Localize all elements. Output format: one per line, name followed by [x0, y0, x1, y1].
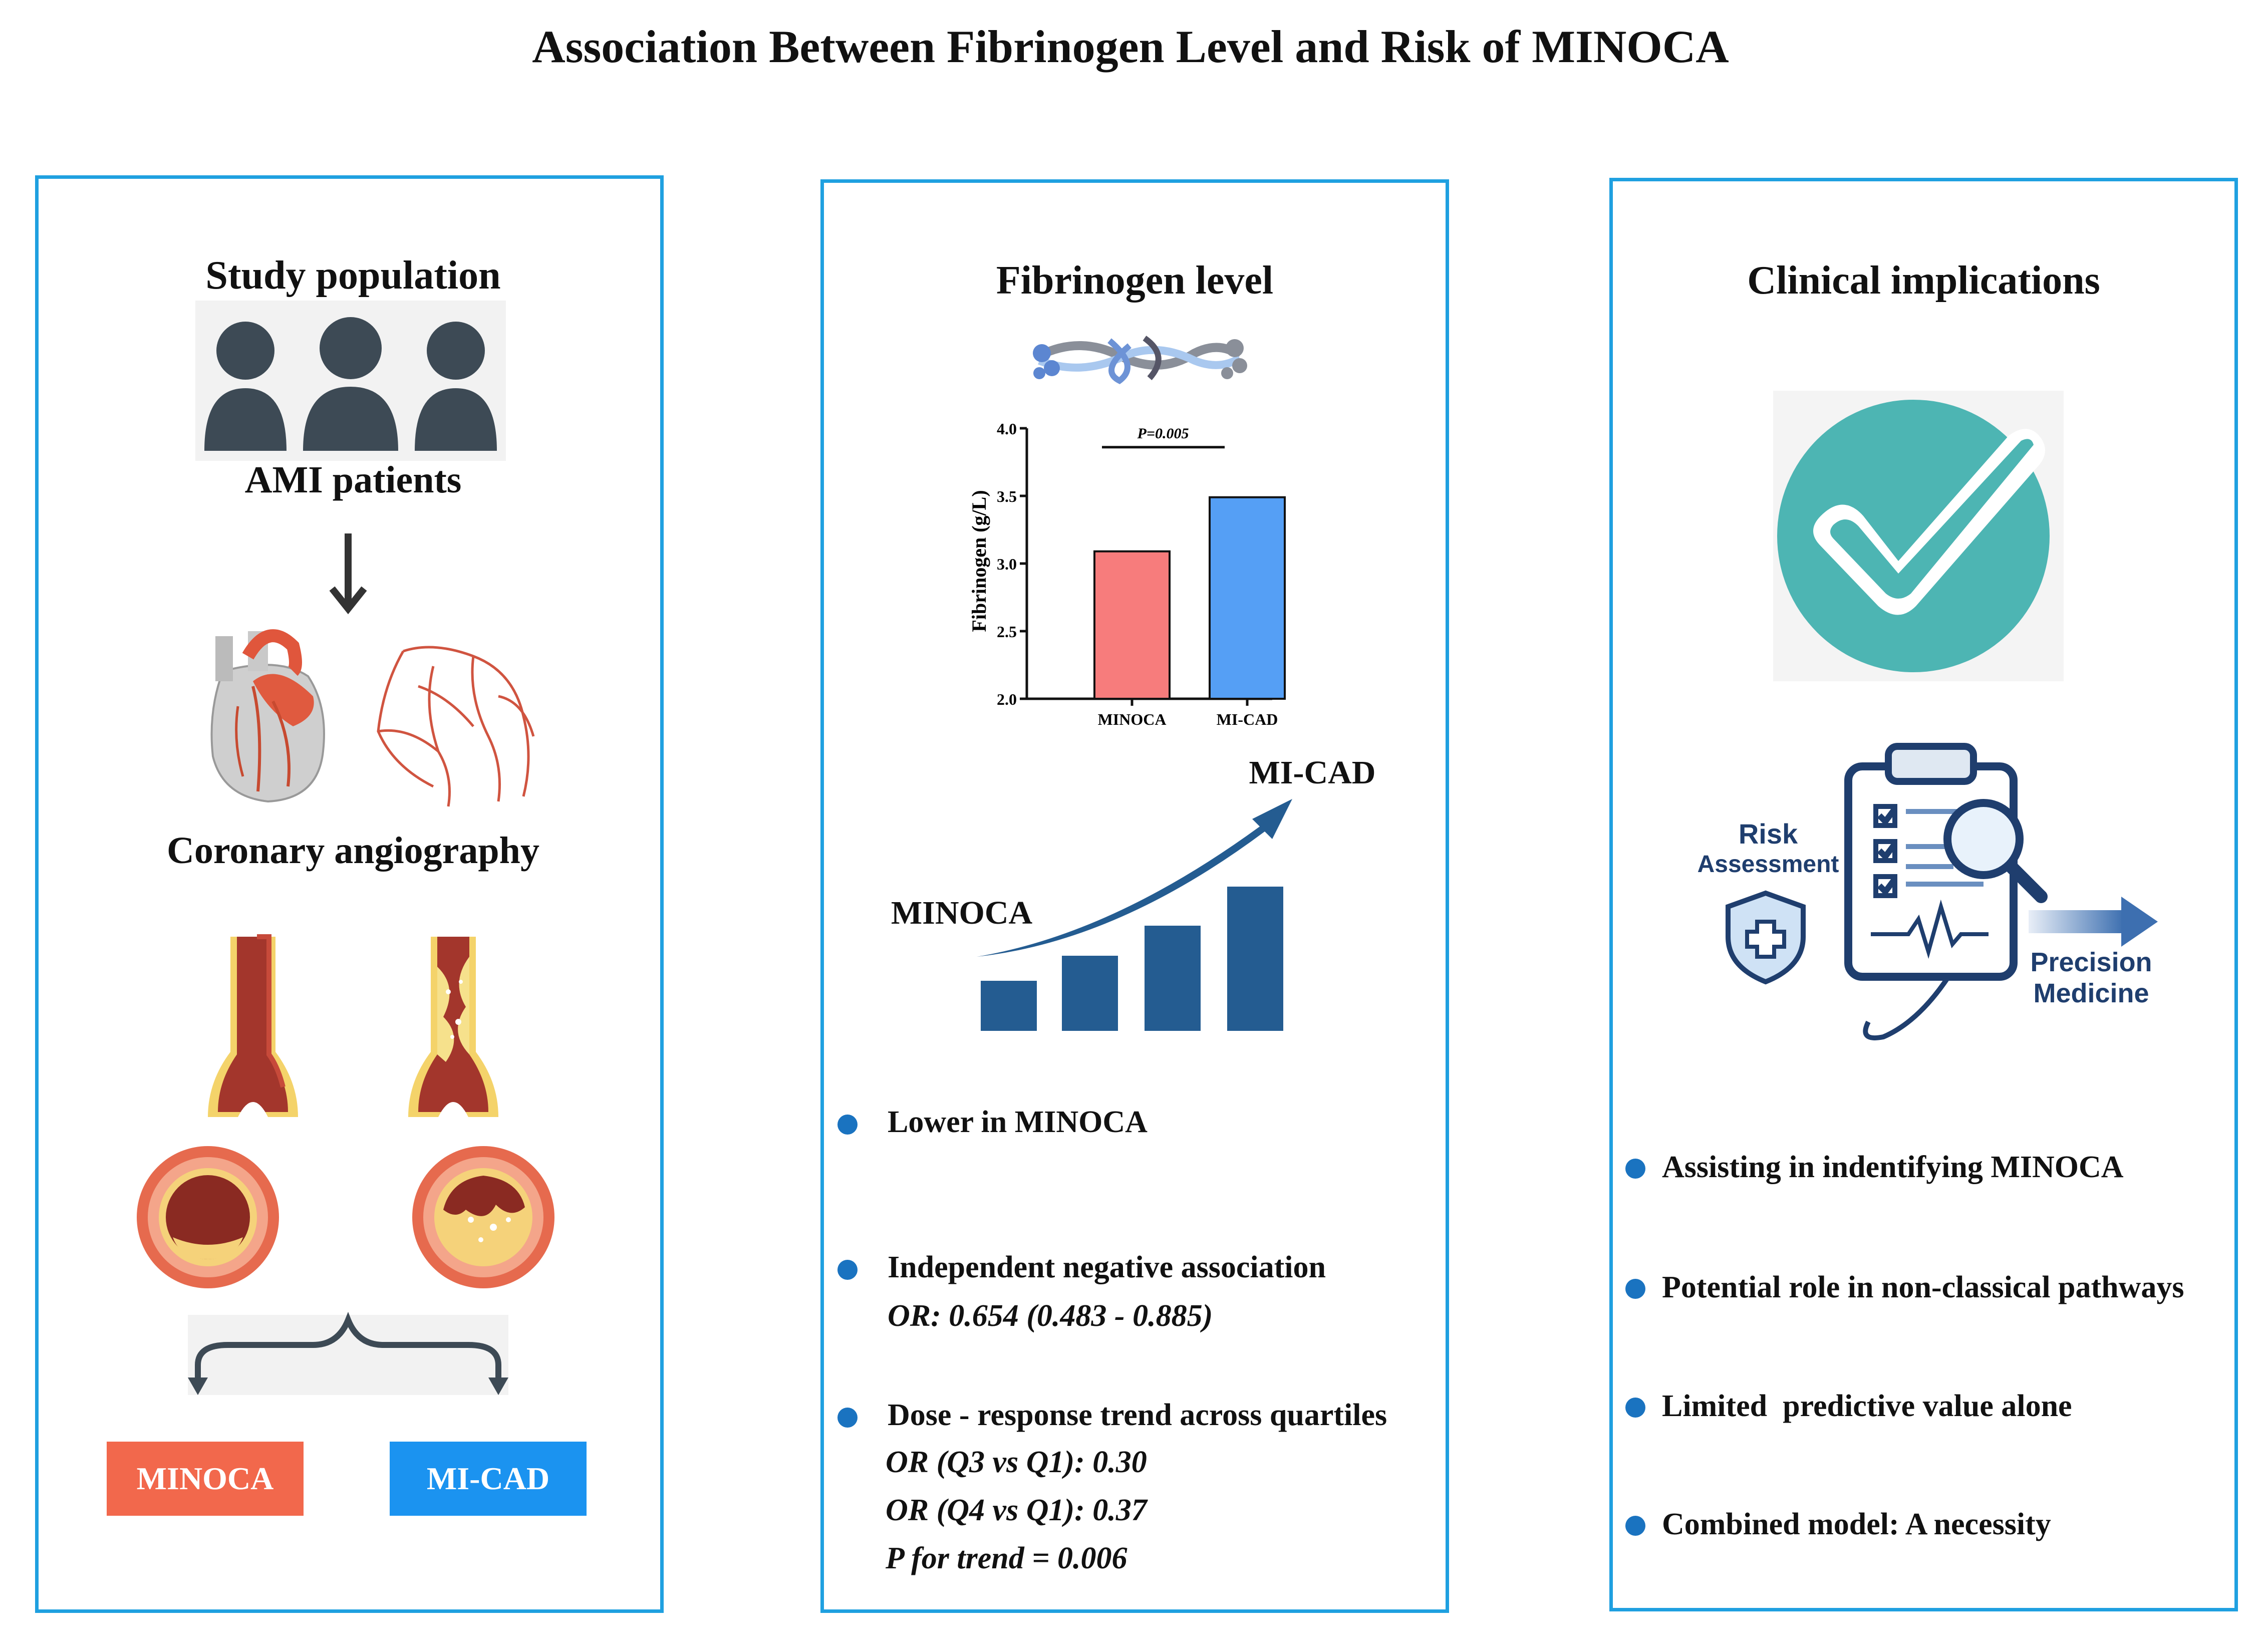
y-tick-label: 2.5 — [997, 623, 1017, 641]
bullet-dot — [837, 1260, 858, 1280]
y-tick-label: 4.0 — [997, 420, 1017, 438]
y-tick-label: 3.5 — [997, 487, 1017, 505]
gradient-arrow-icon — [2029, 897, 2158, 947]
ami-patients-label: AMI patients — [244, 459, 462, 501]
heart-icon — [210, 629, 325, 803]
bullet-dot — [837, 1408, 858, 1428]
x-tick-label: MI-CAD — [1217, 710, 1278, 728]
plaque-artery-cross-section-icon — [412, 1146, 554, 1288]
assessment-label: Assessment — [1697, 851, 1839, 878]
bullet-dose-response: Dose - response trend across quartiles — [888, 1398, 1387, 1432]
or-q3-text: OR (Q3 vs Q1): 0.30 — [886, 1445, 1147, 1479]
normal-artery-cross-section-icon — [137, 1146, 279, 1288]
p-trend-text: P for trend = 0.006 — [886, 1541, 1127, 1575]
bullet-dot — [1625, 1516, 1645, 1536]
bullet-lower-in-minoca: Lower in MINOCA — [888, 1105, 1148, 1139]
y-axis-label: Fibrinogen (g/L) — [968, 490, 990, 632]
clinical-implications-heading: Clinical implications — [1747, 258, 2100, 303]
bullet-limited-value: Limited predictive value alone — [1662, 1389, 2072, 1423]
fibrinogen-heading: Fibrinogen level — [996, 258, 1274, 303]
rising-trend-icon — [977, 799, 1292, 1031]
fibrinogen-molecule-icon — [1033, 336, 1247, 385]
coronary-arteries-icon — [377, 646, 535, 807]
mi-cad-outcome-box: MI-CAD — [390, 1442, 587, 1516]
bullet-assisting-identification: Assisting in indentifying MINOCA — [1662, 1150, 2124, 1184]
clipboard-magnifier-icon — [1844, 743, 2048, 1040]
page-title: Association Between Fibrinogen Level and… — [532, 21, 1729, 72]
trend-high-label: MI-CAD — [1249, 754, 1376, 791]
brace-arrows-icon — [188, 1311, 508, 1395]
minoca-outcome-box: MINOCA — [107, 1442, 304, 1516]
y-tick-label: 2.0 — [997, 690, 1017, 708]
checkmark-icon — [1773, 391, 2064, 681]
medicine-label: Medicine — [2033, 978, 2149, 1008]
bullet-non-classical-pathways: Potential role in non-classical pathways — [1662, 1270, 2184, 1304]
study-population-panel — [35, 175, 664, 1613]
bar-mi-cad — [1209, 496, 1286, 700]
or-q4-text: OR (Q4 vs Q1): 0.37 — [886, 1493, 1147, 1527]
clinical-implications-panel — [1609, 178, 2238, 1611]
trend-low-label: MINOCA — [891, 895, 1033, 931]
shield-cross-icon — [1726, 890, 1806, 985]
bullet-independent-association: Independent negative association — [888, 1250, 1326, 1284]
precision-label: Precision — [2030, 947, 2152, 977]
fibrinogen-panel — [820, 179, 1449, 1613]
risk-label: Risk — [1738, 818, 1798, 850]
people-icon — [195, 301, 506, 461]
bullet-dot — [1625, 1279, 1645, 1299]
odds-ratio-text: OR: 0.654 (0.483 - 0.885) — [888, 1299, 1213, 1333]
plaque-vessel-icon — [408, 937, 498, 1117]
normal-vessel-icon — [208, 934, 298, 1117]
bullet-dot — [1625, 1159, 1645, 1179]
study-population-heading: Study population — [205, 253, 501, 298]
coronary-angiography-label: Coronary angiography — [167, 830, 539, 872]
bullet-combined-model: Combined model: A necessity — [1662, 1507, 2051, 1541]
x-tick-label: MINOCA — [1098, 710, 1167, 728]
down-arrow-icon — [329, 533, 367, 615]
bullet-dot — [1625, 1398, 1645, 1418]
bullet-dot — [837, 1115, 858, 1135]
p-value-annotation: P=0.005 — [1137, 425, 1189, 442]
y-tick-label: 3.0 — [997, 555, 1017, 573]
bar-minoca — [1093, 550, 1171, 700]
